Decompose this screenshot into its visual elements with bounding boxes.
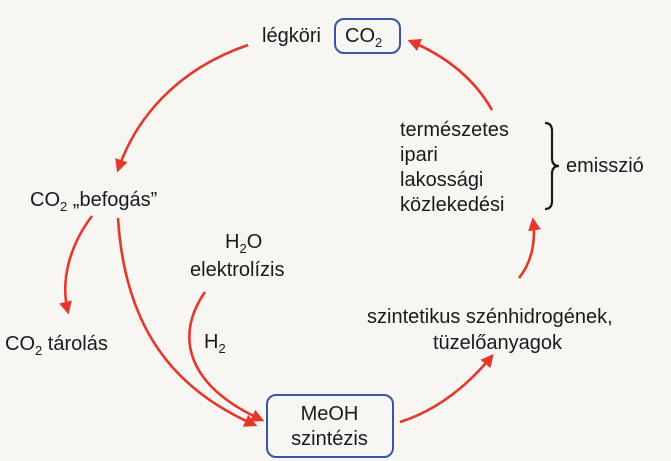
atmospheric-co2-box: CO2 xyxy=(334,18,401,54)
methanol-line1: MeOH xyxy=(300,403,359,425)
arrow-methanol-to-hydrocarbons xyxy=(399,353,494,424)
arrow-hydrocarbons-to-emission xyxy=(517,217,541,279)
electrolysis-label: elektrolízis xyxy=(190,259,285,281)
co2-storage-label: CO2 tárolás xyxy=(5,333,108,358)
co2-capture-label: CO2 „befogás” xyxy=(30,189,158,214)
hydrocarbons-line2: tüzelőanyagok xyxy=(433,332,562,354)
emission-source-natural: természetes xyxy=(400,119,509,141)
hydrogen-label: H2 xyxy=(204,331,226,356)
atmospheric-co2-text: CO2 xyxy=(345,25,383,50)
arrow-atmosphere-to-capture xyxy=(115,43,249,173)
emission-label: emisszió xyxy=(566,155,644,177)
arrow-capture-to-storage xyxy=(59,215,94,315)
emission-brace xyxy=(544,121,560,211)
emission-source-residential: lakossági xyxy=(400,169,484,191)
methanol-synthesis-box: MeOH szintézis xyxy=(266,394,394,458)
atmospheric-label: légköri xyxy=(262,25,321,47)
hydrocarbons-line1: szintetikus szénhidrogének, xyxy=(367,306,613,328)
emission-source-industrial: ipari xyxy=(400,144,438,166)
water-label: H2O xyxy=(225,231,263,256)
arrow-emission-to-atmosphere xyxy=(407,39,494,111)
methanol-line2: szintézis xyxy=(291,428,368,450)
arrow-hydrogen-to-methanol xyxy=(188,291,265,422)
arrow-capture-to-methanol xyxy=(116,217,258,427)
emission-source-transport: közlekedési xyxy=(400,194,505,216)
